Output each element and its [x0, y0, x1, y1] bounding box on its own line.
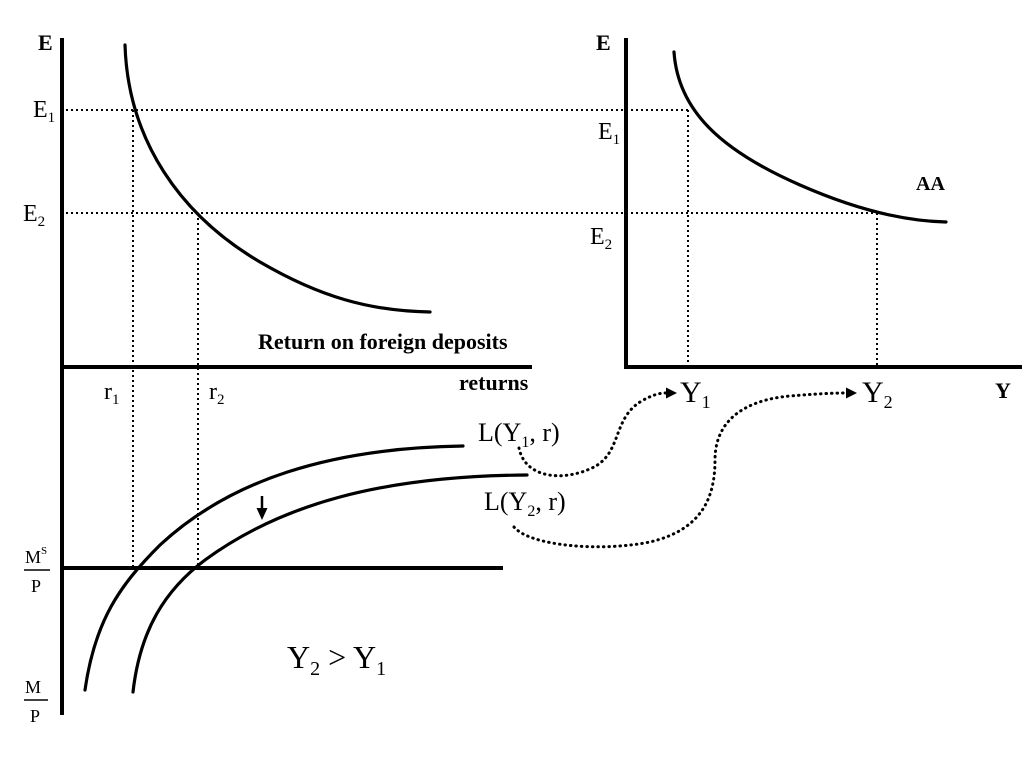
comparison-left-base: Y [287, 639, 310, 675]
curve2-post: , r) [535, 487, 565, 516]
ms-num-base: M [25, 547, 41, 567]
connector-arrows [512, 387, 857, 549]
money-market-panel: MS P M P L(Y1, r) L(Y2, r) Y2 > Y1 [24, 418, 566, 726]
y1-label: Y1 [680, 376, 711, 412]
ms-denominator: P [31, 576, 41, 596]
mp-numerator: M [25, 677, 41, 697]
forex-e2-label: E2 [23, 201, 45, 230]
returns-axis-label: returns [459, 370, 529, 395]
money-demand-curve-y2 [131, 473, 529, 694]
aa-curve [672, 50, 948, 224]
e2-sub: 2 [38, 214, 46, 230]
r2-sub: 2 [217, 392, 225, 408]
curve2-pre: L(Y [484, 487, 528, 516]
aa-schedule-panel: E Y AA E1 E2 Y1 Y2 [590, 30, 1022, 412]
y1-connector-arrow [517, 391, 668, 478]
y2-connector-arrowhead [846, 387, 857, 399]
e1-sub: 1 [48, 110, 56, 126]
e1-base: E [33, 97, 48, 123]
return-on-foreign-deposits-curve [123, 43, 432, 314]
r1-base: r [104, 379, 112, 405]
shift-down-arrow [256, 496, 268, 520]
aa-e2-base: E [590, 224, 605, 250]
y1-base: Y [680, 376, 702, 409]
ms-num-sup: S [41, 545, 47, 557]
output-comparison: Y2 > Y1 [287, 639, 386, 680]
guide-lines [66, 109, 878, 568]
r1-label: r1 [104, 379, 120, 408]
curve1-post: , r) [529, 418, 559, 447]
mp-denominator: P [30, 706, 40, 726]
aa-e2-sub: 2 [605, 237, 613, 253]
forex-market-panel: E E1 E2 Return on foreign deposits retur… [23, 30, 532, 715]
curve1-sub: 1 [521, 434, 529, 451]
curve1-pre: L(Y [478, 418, 522, 447]
shift-arrow-head [256, 508, 268, 520]
y2-base: Y [862, 376, 884, 409]
y1-connector-arrowhead [666, 387, 677, 399]
comparison-operator: > [320, 639, 353, 675]
r2-label: r2 [209, 379, 225, 408]
forex-y-axis-label: E [38, 30, 53, 55]
curve2-label: L(Y2, r) [484, 487, 566, 520]
y1-sub: 1 [702, 392, 711, 412]
money-supply-label: MS P [24, 545, 50, 596]
aa-curve-label: AA [916, 173, 945, 195]
forex-e1-label: E1 [33, 97, 55, 126]
curve2-sub: 2 [527, 503, 535, 520]
curve1-label: L(Y1, r) [478, 418, 560, 451]
aa-e1-base: E [598, 119, 613, 145]
aa-e1-label: E1 [598, 119, 620, 148]
comparison-right-base: Y [353, 639, 376, 675]
comparison-left-sub: 2 [310, 658, 320, 680]
money-demand-curve-y1 [83, 444, 465, 692]
r1-sub: 1 [112, 392, 120, 408]
e2-base: E [23, 201, 38, 227]
y2-label: Y2 [862, 376, 893, 412]
y2-connector-arrow [512, 391, 848, 549]
real-money-axis-label: M P [24, 677, 48, 726]
y2-sub: 2 [884, 392, 893, 412]
ms-numerator: MS [25, 545, 47, 567]
r2-base: r [209, 379, 217, 405]
aa-y-axis-label: E [596, 30, 611, 55]
aa-e1-sub: 1 [613, 132, 621, 148]
aa-e2-label: E2 [590, 224, 612, 253]
output-axis-label: Y [995, 378, 1011, 403]
foreign-deposits-curve-label: Return on foreign deposits [258, 329, 508, 354]
comparison-right-sub: 1 [376, 658, 386, 680]
